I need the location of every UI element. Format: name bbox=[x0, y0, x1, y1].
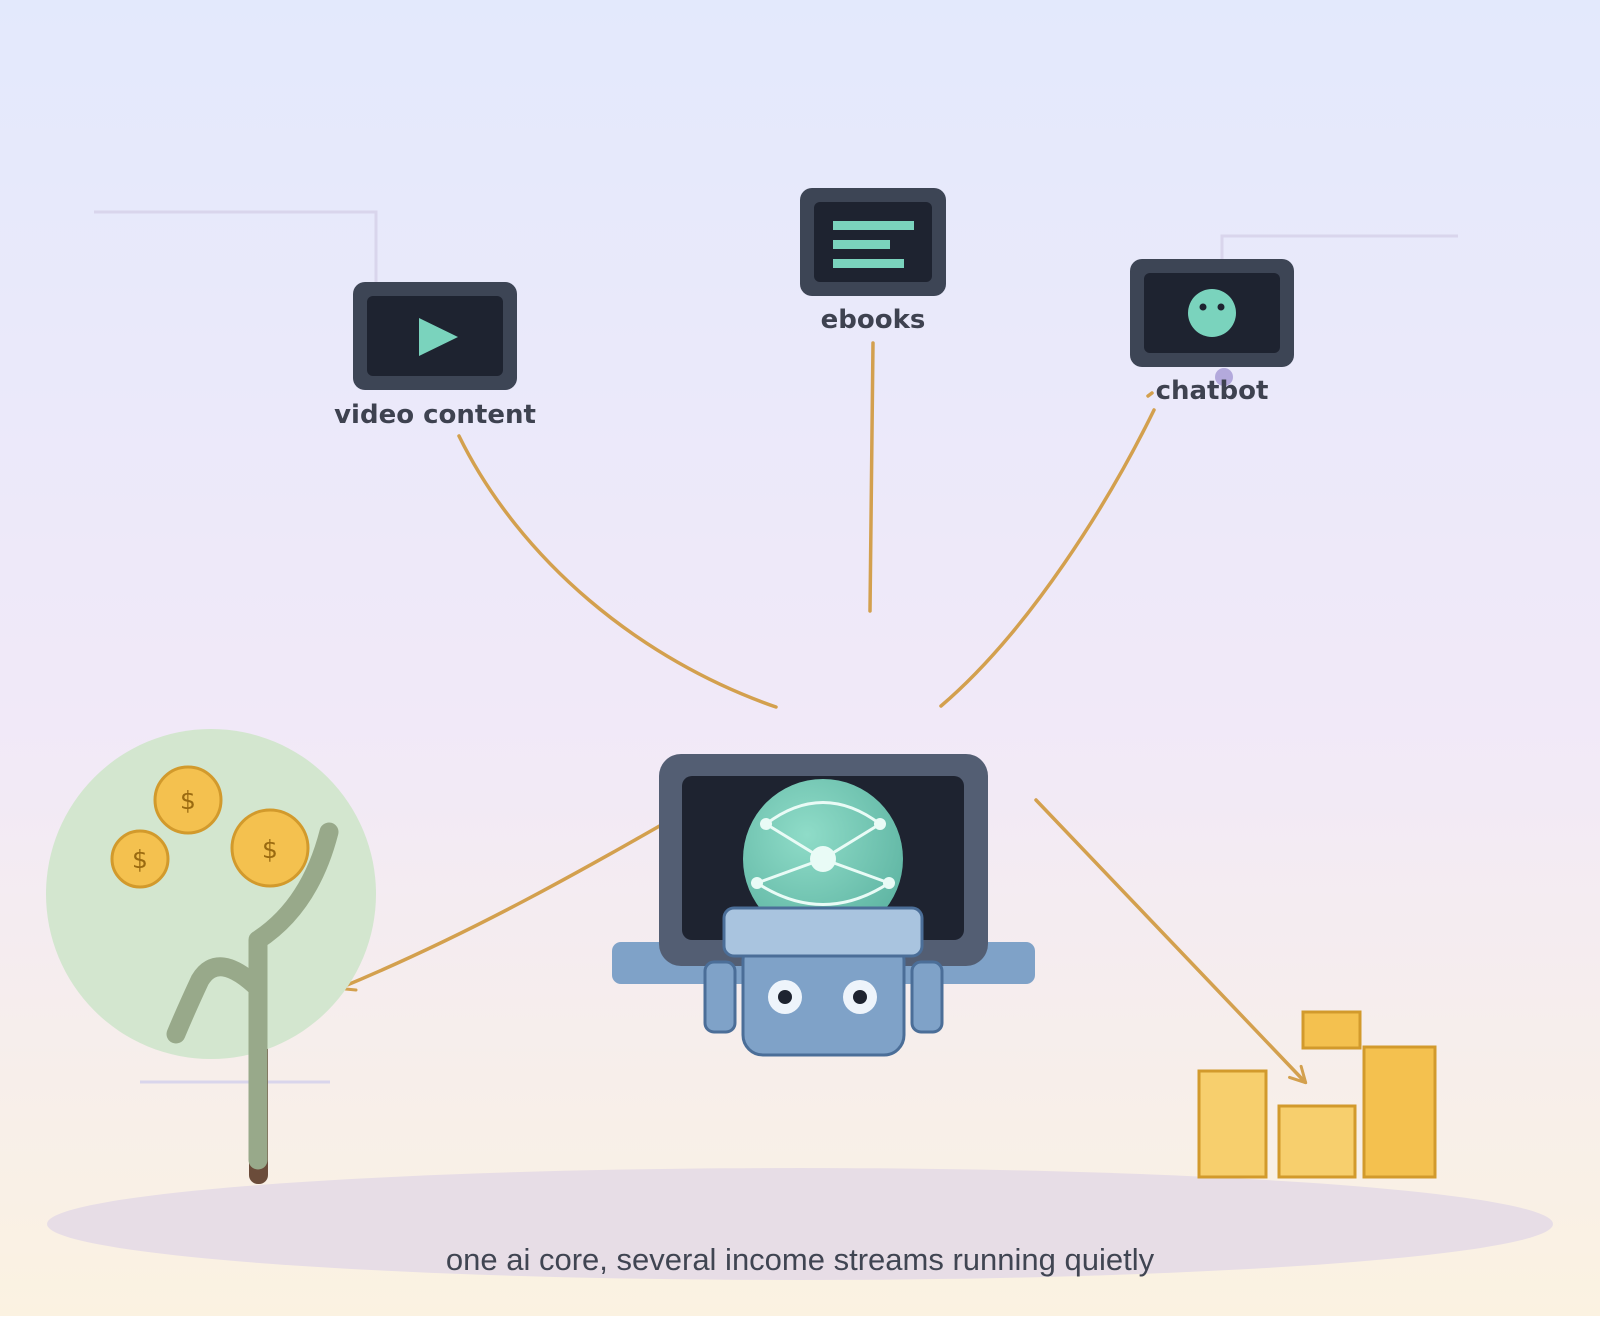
connector-chatbot bbox=[939, 408, 1156, 708]
robot-arm-left bbox=[703, 960, 737, 1034]
tree-sprout bbox=[166, 822, 339, 1170]
ai-orb-icon bbox=[743, 779, 903, 939]
robot-arm-right bbox=[910, 960, 944, 1034]
connector-video bbox=[457, 434, 778, 709]
play-icon bbox=[419, 318, 458, 356]
caption: one ai core, several income streams runn… bbox=[446, 1242, 1155, 1277]
text-lines-icon bbox=[833, 221, 914, 268]
coin: $ bbox=[153, 765, 223, 835]
ai-robot-icon bbox=[612, 754, 1035, 1057]
face-icon bbox=[1188, 289, 1236, 337]
label-video: video content bbox=[334, 400, 536, 430]
label-chatbot: chatbot bbox=[1156, 376, 1269, 406]
coin: $ bbox=[230, 808, 310, 888]
arrow-to-blocks bbox=[1034, 798, 1308, 1085]
stacked-blocks-icon bbox=[1197, 1010, 1437, 1179]
video-device bbox=[353, 282, 517, 390]
money-tree-icon: $ $ $ bbox=[46, 729, 376, 1184]
robot-head-band bbox=[722, 906, 924, 958]
ebooks-device bbox=[800, 188, 946, 296]
coin-sign: $ bbox=[132, 845, 148, 874]
coin-sign: $ bbox=[262, 835, 278, 864]
coin: $ bbox=[110, 829, 170, 889]
ground-ellipse bbox=[47, 1168, 1553, 1280]
robot-eyes bbox=[768, 980, 877, 1014]
status-dot bbox=[1215, 368, 1233, 386]
block bbox=[1277, 1104, 1357, 1179]
connector-chatbot-dot bbox=[1146, 391, 1154, 398]
decor-line-left bbox=[94, 210, 378, 282]
block bbox=[1197, 1069, 1268, 1179]
chatbot-device bbox=[1130, 259, 1294, 386]
block bbox=[1301, 1010, 1362, 1050]
decor-line-right bbox=[1220, 234, 1458, 268]
coin-sign: $ bbox=[180, 786, 196, 815]
block bbox=[1362, 1045, 1437, 1179]
connector-ebooks bbox=[868, 341, 875, 613]
tree-canopy bbox=[46, 729, 376, 1059]
label-ebooks: ebooks bbox=[821, 305, 926, 335]
